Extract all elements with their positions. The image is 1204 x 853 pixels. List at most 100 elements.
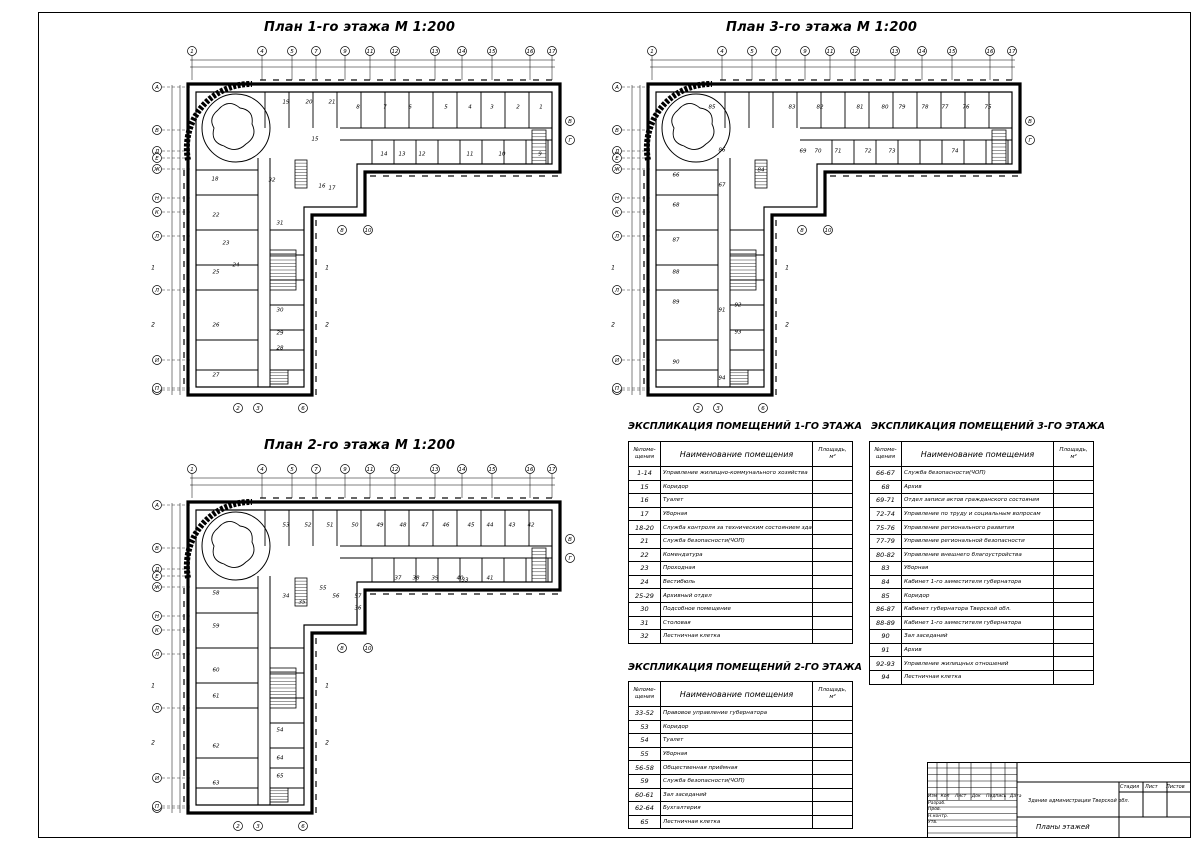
section-mark-1b: 1 — [785, 265, 789, 272]
axis-left-5-marker — [612, 193, 622, 203]
axis-left-11-marker — [612, 383, 622, 393]
room-area — [1053, 574, 1094, 590]
axis-top-1: 4 — [260, 467, 264, 473]
axis-left-3-marker — [152, 571, 162, 581]
room-name: Туалет — [660, 733, 813, 748]
axis-top-10-marker — [525, 46, 535, 56]
axis-top-6: 12 — [852, 49, 859, 55]
room-label: 82 — [817, 105, 824, 111]
axis-top-0: 1 — [650, 49, 654, 55]
rotunda-wall — [643, 80, 713, 161]
room-label: 67 — [719, 183, 726, 189]
room-number: 31 — [628, 615, 661, 631]
axis-bottom-1-marker — [253, 403, 263, 413]
room-name: Служба контроля за техническим состояние… — [660, 520, 813, 535]
axis-top-9-marker — [487, 46, 497, 56]
room-number: 23 — [628, 561, 661, 576]
plan2-title: План 2-го этажа М 1:200 — [264, 438, 456, 453]
room-label: 4 — [468, 105, 472, 111]
table1-title: ЭКСПЛИКАЦИЯ ПОМЕЩЕНИЙ 1-ГО ЭТАЖА — [628, 421, 862, 432]
room-area — [812, 629, 853, 644]
room-area — [812, 547, 853, 563]
room-label: 79 — [899, 105, 906, 111]
axis-left-0-marker — [612, 82, 622, 92]
axis-inner-0: 8 — [340, 228, 344, 234]
axis-bottom-2: 6 — [761, 406, 765, 412]
rotunda-hall — [201, 93, 271, 163]
room-label: 5 — [444, 105, 448, 111]
room-label: 59 — [213, 624, 220, 630]
room-label: 8 — [356, 105, 360, 111]
room-number: 65 — [628, 814, 661, 830]
axis-top-6-marker — [390, 464, 400, 474]
axis-left-4: Ж — [153, 585, 161, 591]
axis-left-6: К — [155, 210, 160, 216]
axis-left-9-marker — [152, 773, 162, 783]
room-area — [812, 760, 853, 775]
room-label: 57 — [355, 594, 362, 600]
plan1-title: План 1-го этажа М 1:200 — [264, 20, 456, 35]
room-area — [812, 706, 853, 721]
axis-left-7: Л — [154, 652, 159, 658]
room-label: 30 — [277, 308, 284, 314]
room-label: 85 — [709, 105, 716, 111]
room-number: 24 — [628, 574, 661, 590]
room-label: 21 — [329, 100, 336, 106]
axis-left-9: И — [155, 358, 159, 364]
room-label: 23 — [223, 241, 230, 247]
axis-left-7-marker — [152, 649, 162, 659]
room-label: 61 — [213, 694, 220, 700]
room-label: 54 — [277, 728, 284, 734]
axis-top-11-marker — [1007, 46, 1017, 56]
room-number: 54 — [628, 733, 661, 748]
room-label: 14 — [381, 152, 388, 158]
axis-left-9: И — [155, 776, 159, 782]
room-name: Подсобное помещение — [660, 601, 813, 617]
room-label: 94 — [719, 376, 726, 382]
room-label: 18 — [212, 177, 219, 183]
axis-right-0: В — [1028, 119, 1032, 125]
axis-inner-0-marker — [337, 225, 347, 235]
room-area — [812, 719, 853, 735]
axis-top-3: 7 — [774, 49, 778, 55]
header-area: Площадь, м² — [1053, 441, 1094, 467]
axis-top-0: 1 — [190, 49, 194, 55]
axis-top-5: 11 — [367, 49, 374, 55]
axis-bottom-2-marker — [298, 821, 308, 831]
room-name: Общественная приёмная — [660, 760, 813, 775]
axis-inner-0-marker — [797, 225, 807, 235]
room-label: 49 — [377, 523, 384, 529]
axis-bottom-1-marker — [253, 821, 263, 831]
stamp-role-ncontrol: Н.контр. — [928, 813, 949, 819]
room-area — [812, 601, 853, 617]
axis-bottom-2: 6 — [301, 824, 305, 830]
section-mark-1b: 1 — [325, 265, 329, 272]
stamp-col-stage: Стадия — [1120, 784, 1140, 790]
axis-left-1: В — [155, 128, 159, 134]
inner-wall — [195, 91, 553, 388]
room-label: 37 — [395, 576, 402, 582]
room-area — [812, 506, 853, 522]
axis-left-11: П — [155, 386, 159, 392]
room-label: 71 — [835, 149, 842, 155]
axis-top-4-marker — [340, 464, 350, 474]
room-label: 87 — [673, 238, 680, 244]
axis-bottom-2-marker — [758, 403, 768, 413]
room-area — [1053, 520, 1094, 535]
room-label: 66 — [673, 173, 680, 179]
room-label: 11 — [467, 152, 474, 158]
axis-left-5: Н — [155, 614, 159, 620]
inner-wall — [655, 91, 1013, 388]
rotunda-hall — [661, 93, 731, 163]
room-label: 20 — [306, 100, 313, 106]
axis-left-9-marker — [612, 355, 622, 365]
axis-right-1: Г — [1028, 138, 1032, 144]
